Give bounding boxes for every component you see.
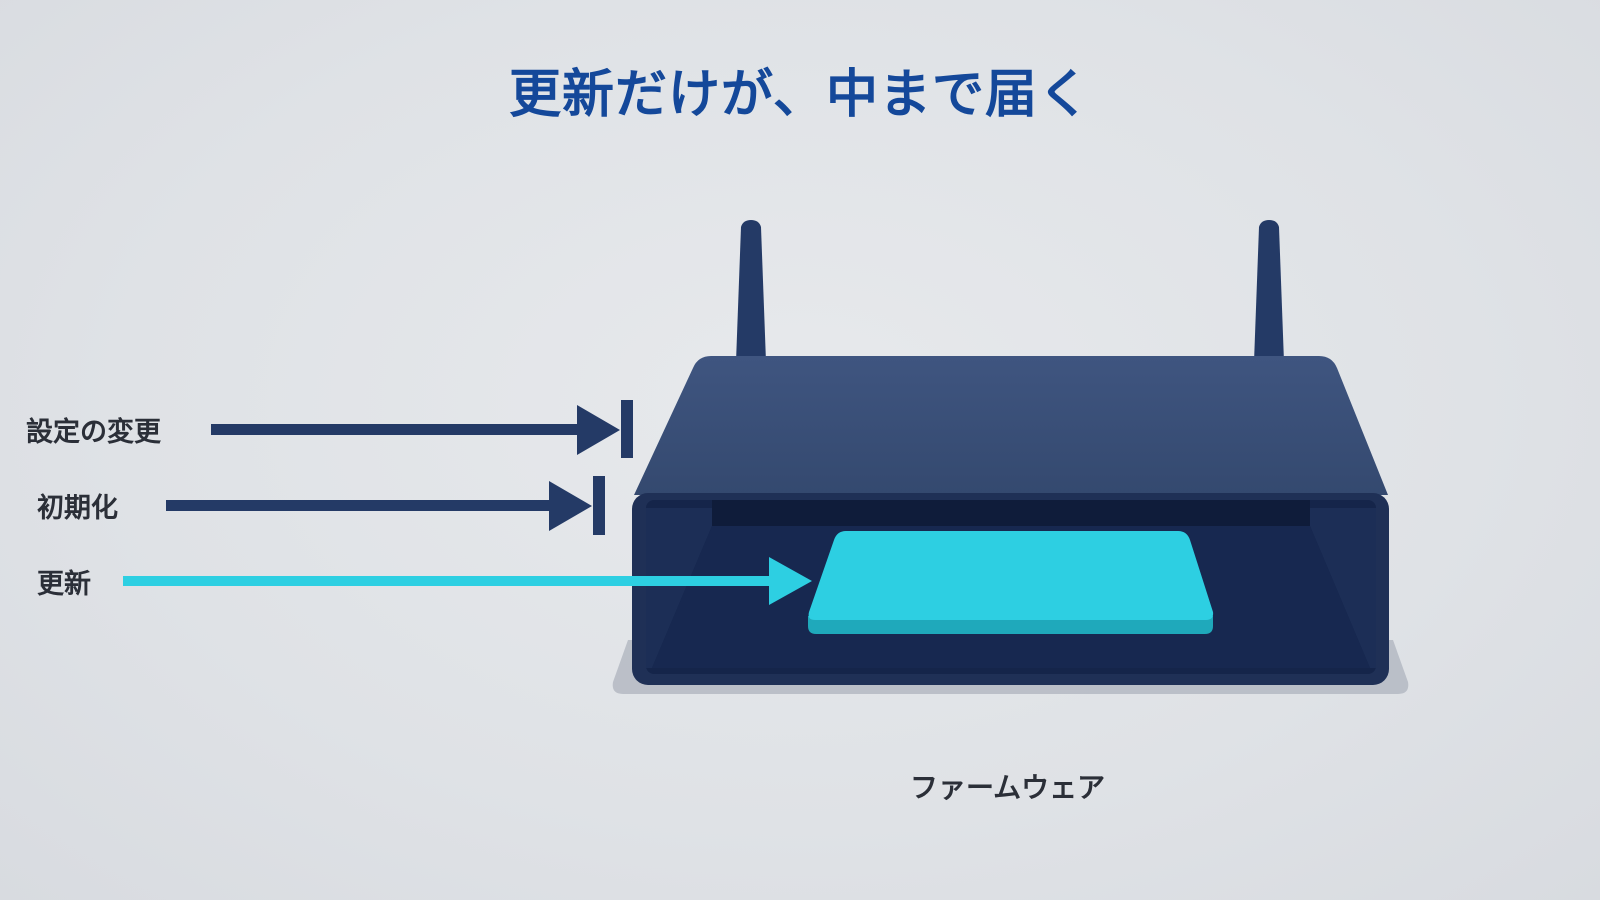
diagram-title: 更新だけが、中まで届く (509, 65, 1091, 125)
firmware-chip (808, 531, 1214, 620)
firmware-label: ファームウェア (910, 771, 1106, 804)
input-label-reset: 初期化 (37, 493, 118, 524)
antenna-right (1254, 220, 1284, 362)
router-cavity-back (712, 500, 1310, 526)
router-cavity-left-wall (646, 508, 712, 668)
router-cavity-right-wall (1310, 508, 1376, 668)
antenna-left (736, 220, 766, 362)
input-label-settings-change: 設定の変更 (26, 417, 161, 448)
firmware-chip-side (808, 616, 1213, 634)
arrow-reset-blocked (166, 476, 605, 535)
router-top-face (634, 356, 1388, 495)
arrow-update-passes (123, 557, 812, 605)
arrow-settings-change-blocked (211, 400, 633, 458)
input-label-update: 更新 (37, 569, 91, 600)
